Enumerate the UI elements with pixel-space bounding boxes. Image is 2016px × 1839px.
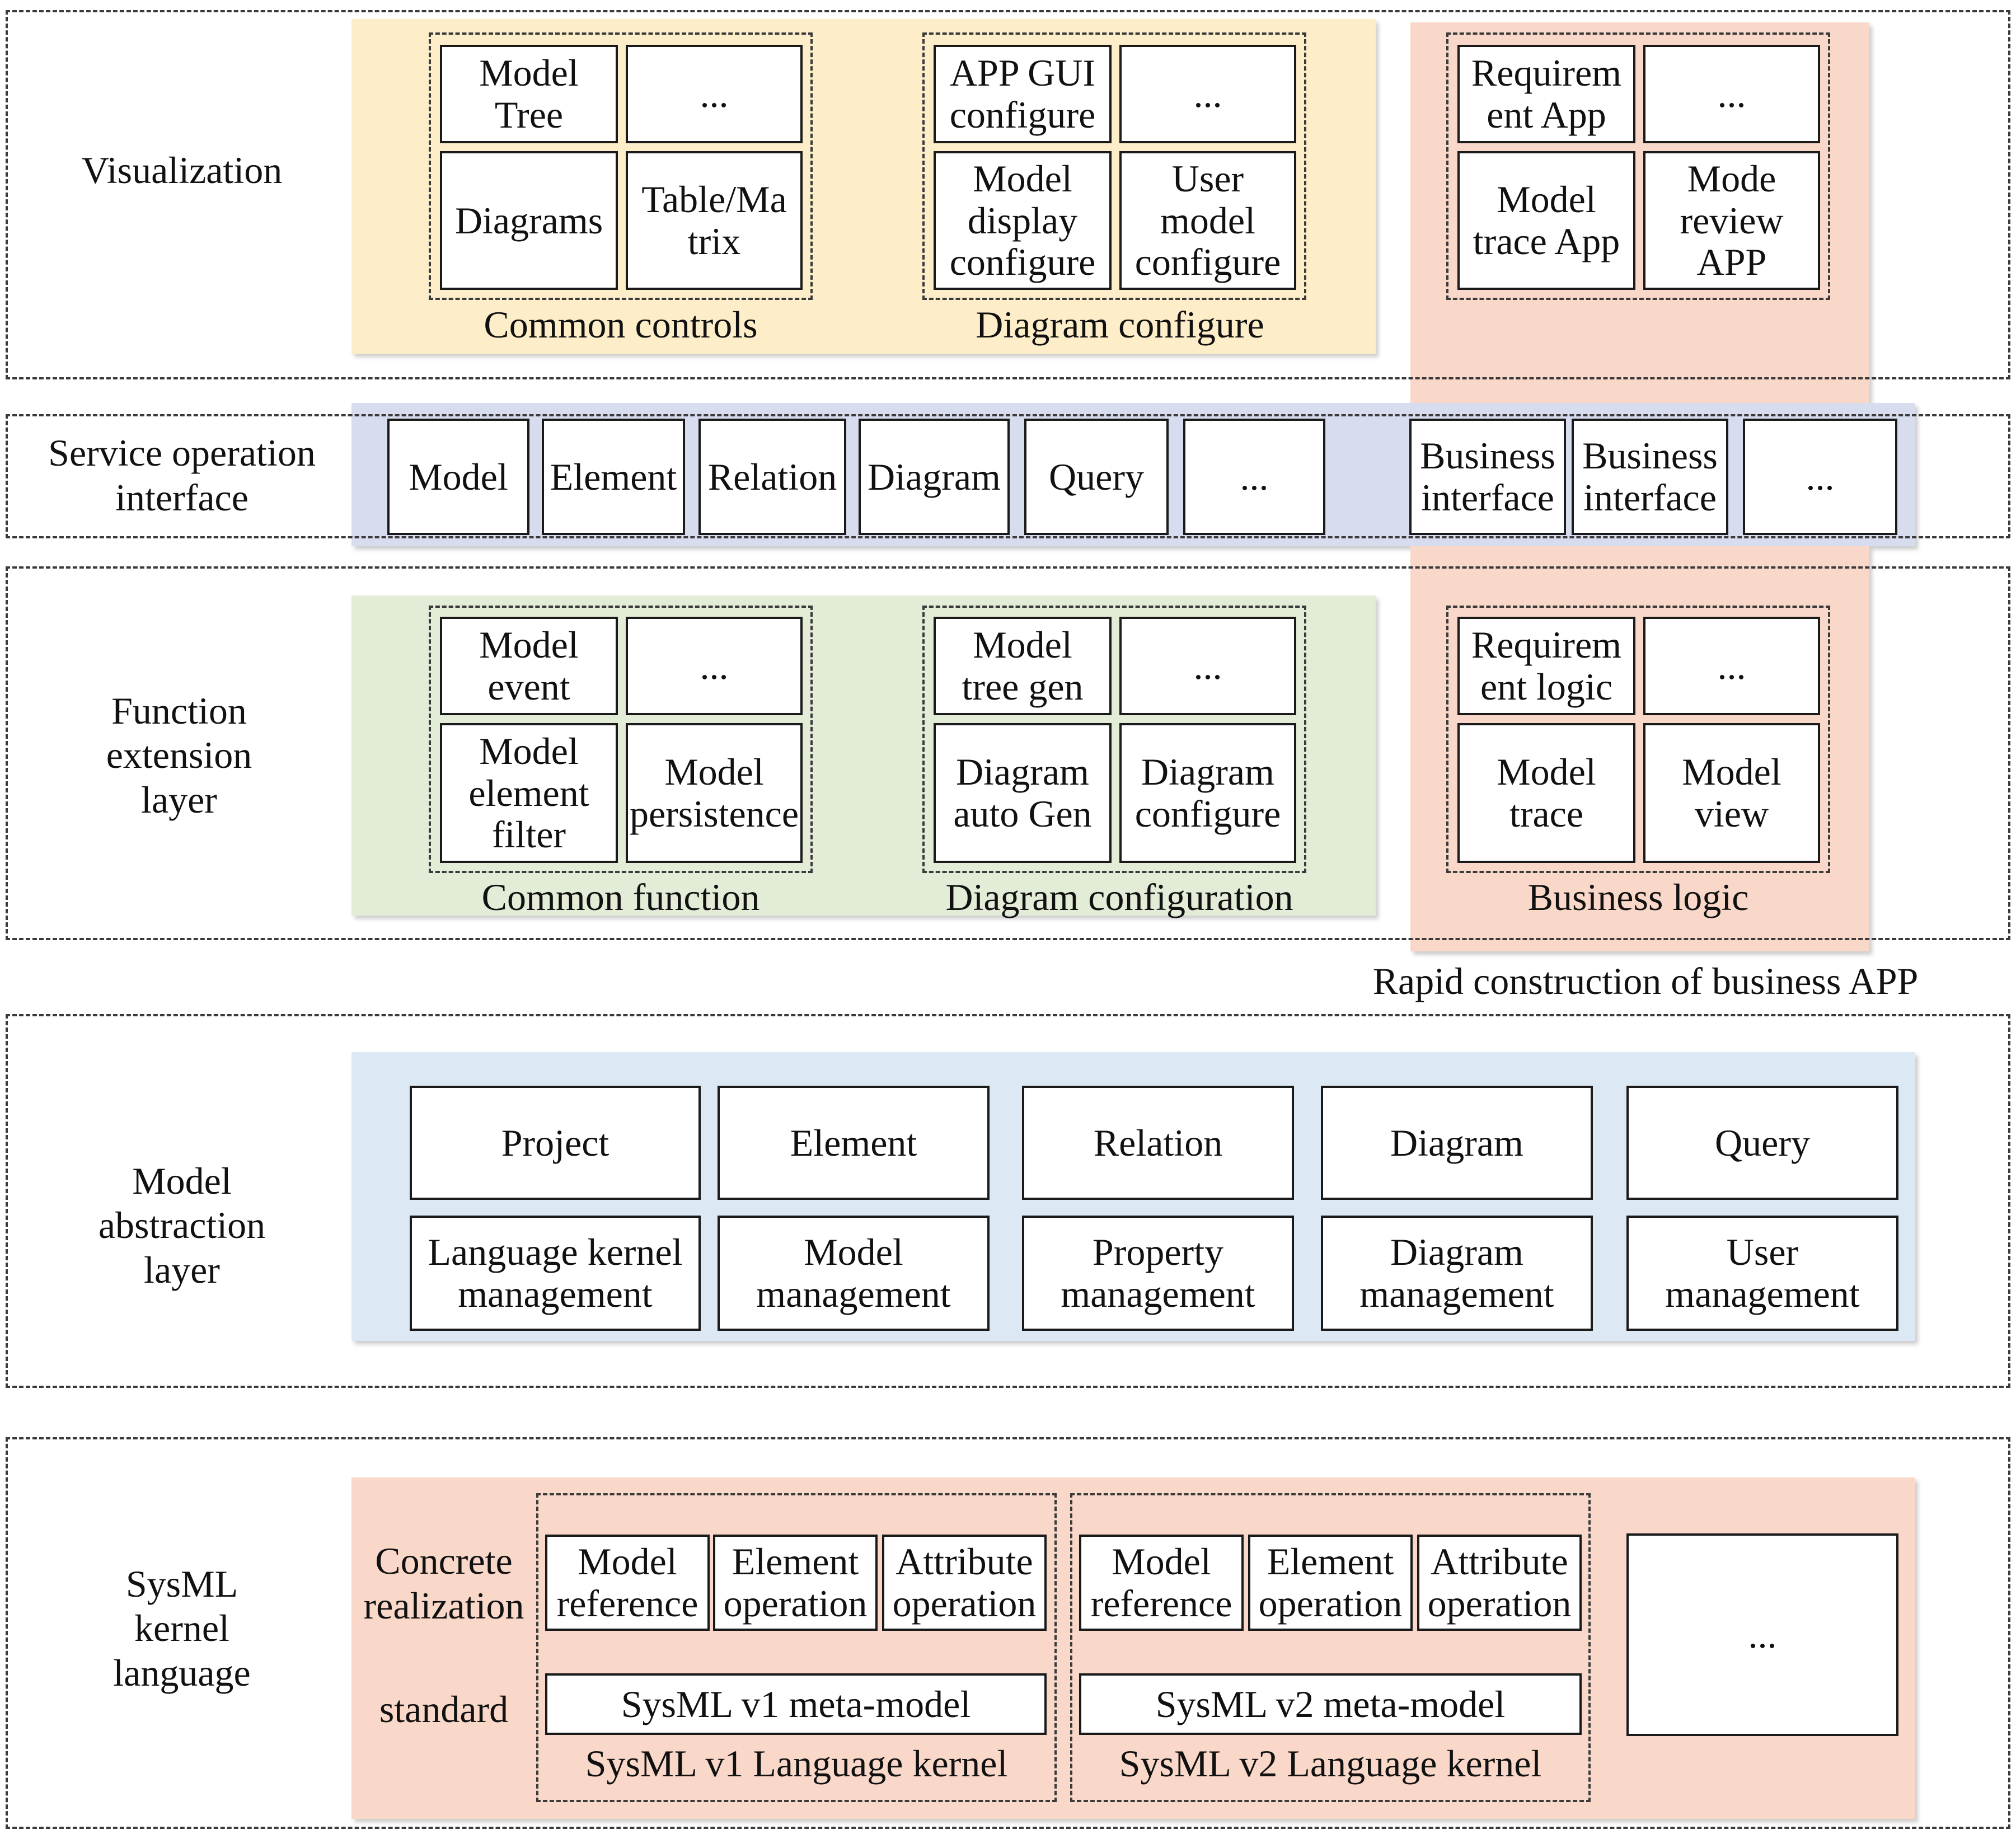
service-model-box: Model [387,419,529,535]
business-apps-group [1446,32,1830,300]
query-box: Query [1626,1086,1898,1200]
app-gui-configure-box: APP GUI configure [934,45,1112,143]
business-logic-group [1446,606,1830,873]
visualization-layer [6,10,2010,379]
more-configure-box: ... [1119,45,1296,143]
service-layer [6,414,2010,538]
business-logic-caption: Business logic [1527,876,1749,918]
sysml-v1-kernel-caption: SysML v1 Language kernel [585,1742,1008,1785]
sysml-v1-meta-model-box: SysML v1 meta-model [545,1673,1047,1735]
model-trace-app-box: Model trace App [1457,151,1635,290]
service-element-box: Element [542,419,685,535]
sysml-v2-group [1070,1493,1591,1802]
sysml-more-box: ... [1626,1533,1898,1736]
sysml-v1-group [536,1493,1057,1802]
more-logic-box: ... [1643,617,1820,715]
relation-box: Relation [1022,1086,1294,1200]
v2-attribute-operation-box: Attribute operation [1417,1535,1582,1631]
diagram-configuration-caption: Diagram configuration [945,876,1293,918]
v1-attribute-operation-box: Attribute operation [882,1535,1047,1631]
more-function-box: ... [626,617,803,715]
model-event-box: Model event [440,617,618,715]
model-tree-box: Model Tree [440,45,618,143]
model-display-configure-box: Model display configure [934,151,1112,290]
model-view-logic-box: Model view [1643,723,1820,863]
model-trace-logic-box: Model trace [1457,723,1635,863]
model-management-box: Model management [718,1216,990,1331]
user-management-box: User management [1626,1216,1898,1331]
sysml-v2-kernel-caption: SysML v2 Language kernel [1119,1742,1542,1785]
service-layer-label: Service operation interface [48,431,316,519]
more-controls-box: ... [626,45,803,143]
common-controls-caption: Common controls [484,303,758,346]
model-tree-gen-box: Model tree gen [934,617,1112,715]
sysml-layer [6,1437,2010,1829]
diagrams-box: Diagrams [440,151,618,290]
service-query-box: Query [1024,419,1169,535]
diagram-auto-gen-box: Diagram auto Gen [934,723,1112,863]
service-relation-box: Relation [698,419,846,535]
user-model-configure-box: User model configure [1119,151,1296,290]
rapid-construction-label: Rapid construction of business APP [1372,960,1919,1002]
diagram-configure-group [922,32,1306,300]
element-box: Element [718,1086,990,1200]
business-interface-box-2: Business interface [1572,419,1728,535]
v2-element-operation-box: Element operation [1248,1535,1413,1631]
project-box: Project [410,1086,701,1200]
more-apps-box: ... [1643,45,1820,143]
v1-model-reference-box: Model reference [545,1535,710,1631]
service-diagram-box: Diagram [859,419,1010,535]
common-function-caption: Common function [481,876,760,918]
concrete-realization-label: Concrete realization [363,1540,524,1627]
model-abstraction-layer-label: Model abstraction layer [98,1159,266,1291]
common-controls-group [429,32,813,300]
model-element-filter-box: Model element filter [440,723,618,863]
business-interface-more-box: ... [1743,419,1897,535]
diagram-configure-box: Diagram configure [1119,723,1296,863]
function-layer-label: Function extension layer [106,689,252,821]
more-diagram-config-box: ... [1119,617,1296,715]
model-persistence-box: Model persistence [626,723,803,863]
sysml-layer-label: SysML kernel language [113,1562,251,1694]
function-layer [6,566,2010,940]
requirement-app-box: Requirem ent App [1457,45,1635,143]
v2-model-reference-box: Model reference [1079,1535,1244,1631]
table-matrix-box: Table/Ma trix [626,151,803,290]
v1-element-operation-box: Element operation [713,1535,878,1631]
visualization-layer-label: Visualization [81,149,283,192]
common-function-group [429,606,813,873]
diagram-configure-caption: Diagram configure [976,303,1264,346]
model-review-app-box: Mode review APP [1643,151,1820,290]
business-interface-box-1: Business interface [1409,419,1566,535]
diagram-configuration-group [922,606,1306,873]
property-management-box: Property management [1022,1216,1294,1331]
sysml-v2-meta-model-box: SysML v2 meta-model [1079,1673,1582,1735]
service-more-box: ... [1183,419,1325,535]
diagram-management-box: Diagram management [1321,1216,1593,1331]
model-abstraction-layer [6,1014,2010,1388]
diagram-box: Diagram [1321,1086,1593,1200]
standard-label: standard [379,1688,509,1731]
language-kernel-management-box: Language kernel management [410,1216,701,1331]
requirement-logic-box: Requirem ent logic [1457,617,1635,715]
